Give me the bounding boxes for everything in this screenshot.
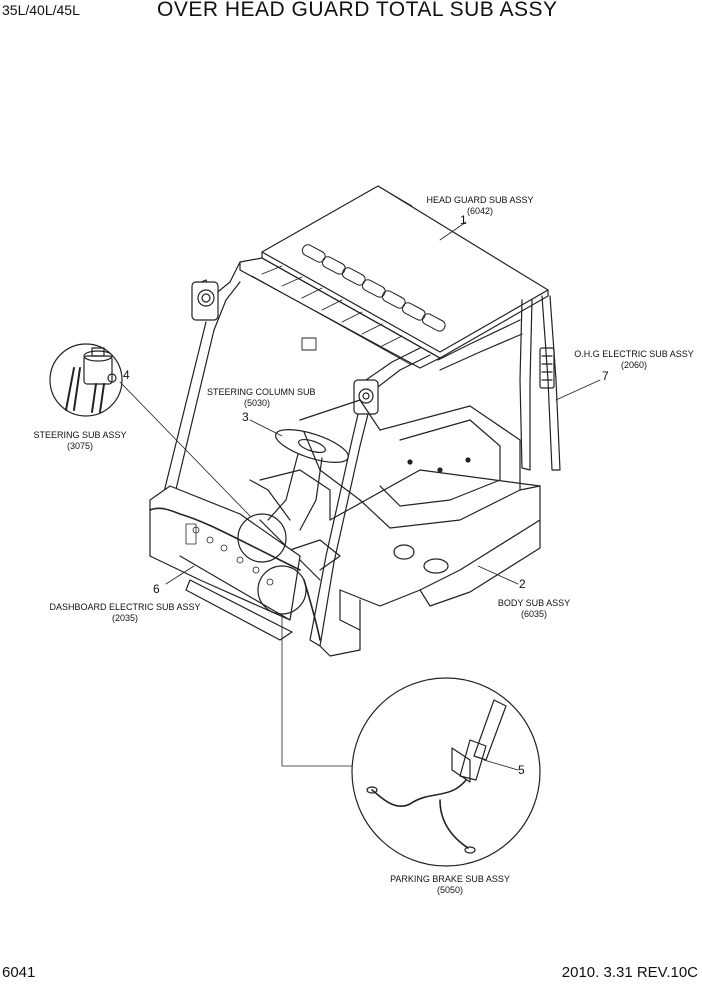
callout-number: 6 <box>153 582 160 596</box>
steering-column <box>259 429 349 571</box>
page-number: 6041 <box>2 964 36 981</box>
callout-number: 3 <box>242 410 249 424</box>
body-frame <box>249 399 541 657</box>
callout-code: (6035) <box>520 609 547 619</box>
callout-name: STEERING SUB ASSY <box>33 430 127 440</box>
callout-code: (6042) <box>466 206 493 216</box>
detail-circle-steering <box>237 513 287 563</box>
work-lamps <box>191 281 555 415</box>
callout-steering-column: STEERING COLUMN SUB (5030) <box>207 387 316 409</box>
callout-number: 5 <box>518 763 525 777</box>
model-label: 35L/40L/45L <box>2 2 80 18</box>
callout-steering-sub: STEERING SUB ASSY (3075) <box>25 430 135 452</box>
head-guard-roof <box>239 185 549 369</box>
callout-name: BODY SUB ASSY <box>497 598 571 608</box>
callout-number: 7 <box>602 369 609 383</box>
callout-parking-brake: PARKING BRAKE SUB ASSY (5050) <box>380 874 520 896</box>
callout-name: PARKING BRAKE SUB ASSY <box>390 874 510 884</box>
revision-date: 2010. 3.31 REV.10C <box>561 964 698 981</box>
callout-number: 1 <box>460 213 467 227</box>
detail-steering-unit <box>49 343 251 517</box>
callout-number: 2 <box>519 577 526 591</box>
callout-name: O.H.G ELECTRIC SUB ASSY <box>574 349 694 359</box>
callout-name: HEAD GUARD SUB ASSY <box>426 195 534 205</box>
callout-body: BODY SUB ASSY (6035) <box>484 598 584 620</box>
dashboard-panel <box>149 485 321 641</box>
callout-code: (3075) <box>66 441 93 451</box>
callout-name: STEERING COLUMN SUB <box>207 387 316 397</box>
leader-lines <box>165 221 601 771</box>
callout-code: (5030) <box>243 398 270 408</box>
callout-dashboard-electric: DASHBOARD ELECTRIC SUB ASSY (2035) <box>40 602 210 624</box>
callout-name: DASHBOARD ELECTRIC SUB ASSY <box>49 602 201 612</box>
detail-parking-brake <box>281 613 541 867</box>
callout-code: (5050) <box>436 885 463 895</box>
callout-number: 4 <box>123 368 130 382</box>
page-title: OVER HEAD GUARD TOTAL SUB ASSY <box>157 0 558 21</box>
callout-code: (2035) <box>111 613 138 623</box>
callout-code: (2060) <box>620 360 647 370</box>
callout-head-guard: HEAD GUARD SUB ASSY (6042) <box>425 195 535 217</box>
callout-ohg-electric: O.H.G ELECTRIC SUB ASSY (2060) <box>568 349 700 371</box>
